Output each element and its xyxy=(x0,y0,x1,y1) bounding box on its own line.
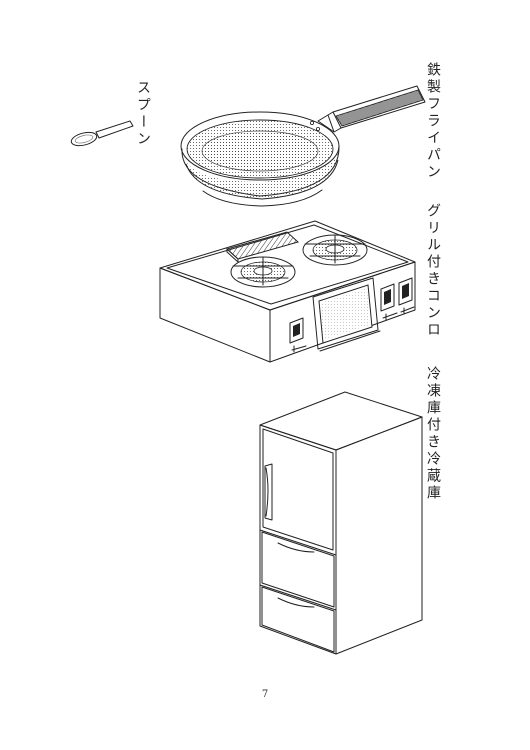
left-burner xyxy=(230,256,296,288)
frying-pan-drawing xyxy=(180,85,426,207)
refrigerator-drawing xyxy=(259,391,423,655)
spoon-label: スプーン xyxy=(135,80,151,148)
stove-label: グリル付きコンロ xyxy=(425,203,441,339)
stove-knobs xyxy=(289,277,415,353)
frying-pan-label: 鉄製フライパン xyxy=(425,62,441,181)
spoon-drawing xyxy=(70,120,134,147)
page-number: 7 xyxy=(261,689,269,700)
gas-stove-drawing xyxy=(159,220,416,363)
refrigerator-label: 冷凍庫付き冷蔵庫 xyxy=(425,366,441,502)
right-burner xyxy=(302,234,368,266)
